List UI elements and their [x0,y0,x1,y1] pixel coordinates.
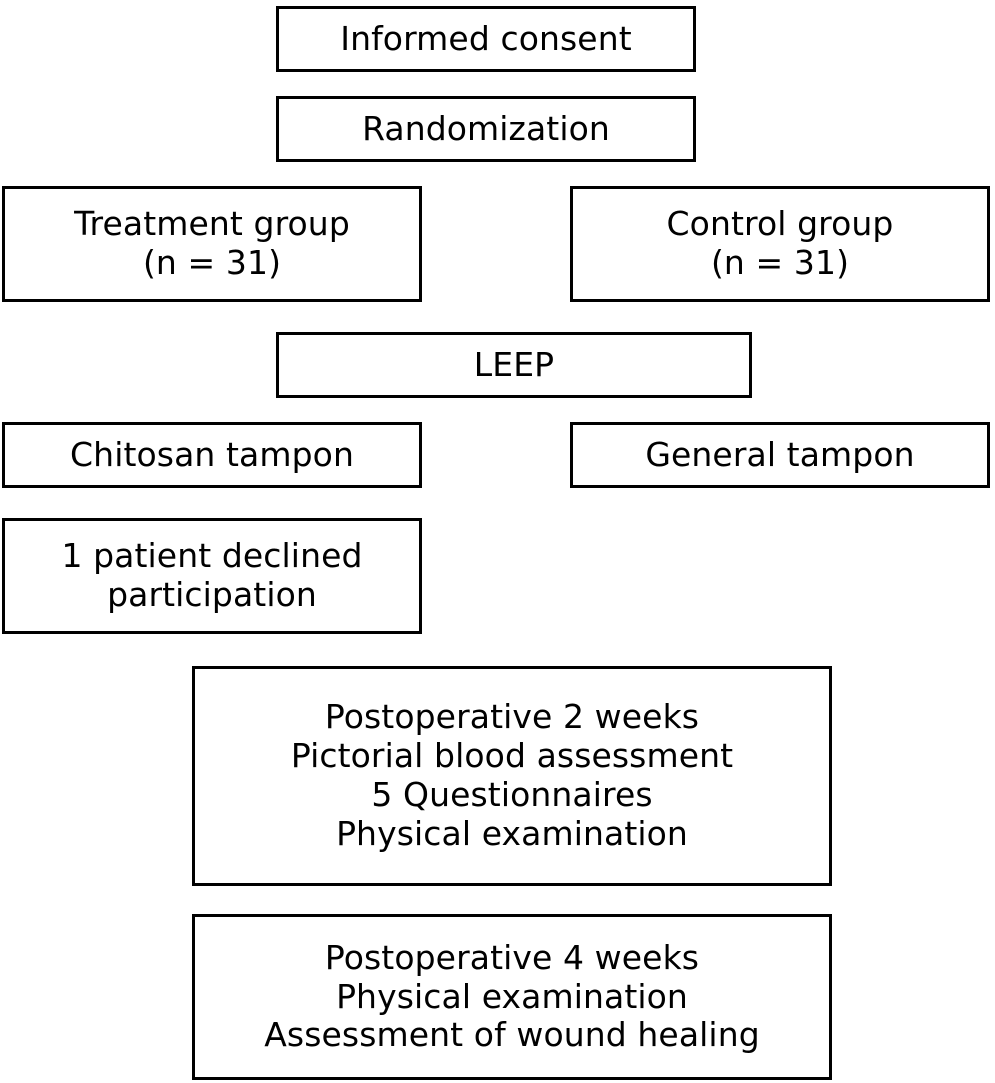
node-declined-participation: 1 patient declined participation [2,518,422,634]
node-line: Physical examination [336,976,688,1016]
node-line: Postoperative 4 weeks [324,937,700,977]
node-line: Control group [666,204,894,244]
node-leep: LEEP [276,332,752,398]
node-line: 1 patient declined [61,536,363,576]
node-line: (n = 31) [710,243,850,282]
node-postoperative-4-weeks: Postoperative 4 weeks Physical examinati… [192,914,832,1080]
node-line: Informed consent [340,18,632,58]
node-control-group: Control group (n = 31) [570,186,990,302]
node-line: Treatment group [74,204,350,244]
node-line: (n = 31) [142,243,282,282]
node-line: General tampon [645,434,915,474]
node-line: Randomization [362,108,610,148]
node-treatment-group: Treatment group (n = 31) [2,186,422,302]
node-randomization: Randomization [276,96,696,162]
node-line: Postoperative 2 weeks [324,697,700,737]
node-line: Chitosan tampon [70,434,354,474]
node-line: participation [107,575,317,614]
node-chitosan-tampon: Chitosan tampon [2,422,422,488]
node-line: Assessment of wound healing [264,1015,760,1055]
node-line: LEEP [473,344,555,384]
node-line: Physical examination [336,813,688,853]
node-informed-consent: Informed consent [276,6,696,72]
node-line: 5 Questionnaires [371,775,653,814]
node-general-tampon: General tampon [570,422,990,488]
node-postoperative-2-weeks: Postoperative 2 weeks Pictorial blood as… [192,666,832,886]
node-line: Pictorial blood assessment [290,736,734,776]
